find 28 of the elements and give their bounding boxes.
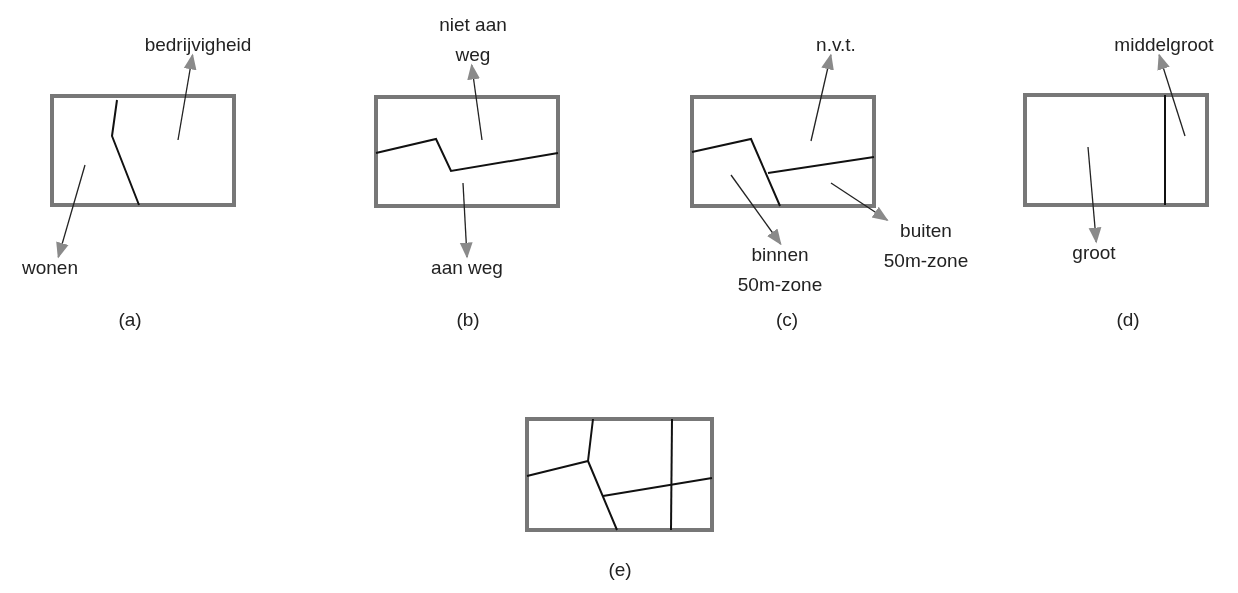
region-label: binnen 50m-zone [735, 240, 825, 300]
region-label: wonen [5, 253, 95, 283]
leader-arrow [459, 182, 473, 259]
region-label: buiten 50m-zone [881, 216, 971, 276]
leader-arrow [177, 53, 197, 141]
region-label: groot [1054, 238, 1134, 268]
panel-label: (a) [117, 308, 143, 332]
leader-arrow [56, 164, 86, 259]
leader-arrow [810, 53, 834, 142]
panel-label: (d) [1115, 308, 1141, 332]
leader-arrow [830, 182, 889, 221]
panel-label: (c) [774, 308, 800, 332]
parcel-drawing [1023, 93, 1209, 207]
leader-arrow [1087, 146, 1102, 244]
region-label: bedrijvigheid [113, 30, 283, 60]
panel-label: (e) [607, 558, 633, 582]
parcel-drawing [525, 417, 714, 532]
region-label: n.v.t. [796, 30, 876, 60]
region-label: middelgroot [1094, 30, 1234, 60]
leader-arrow [467, 63, 483, 141]
panel-label: (b) [455, 308, 481, 332]
region-label: niet aan weg [423, 10, 523, 70]
region-label: aan weg [412, 253, 522, 283]
parcel-drawing [50, 94, 236, 207]
leader-arrow [730, 174, 782, 246]
leader-arrow [1157, 53, 1186, 137]
parcel-drawing [690, 95, 876, 208]
parcel-drawing [374, 95, 560, 208]
